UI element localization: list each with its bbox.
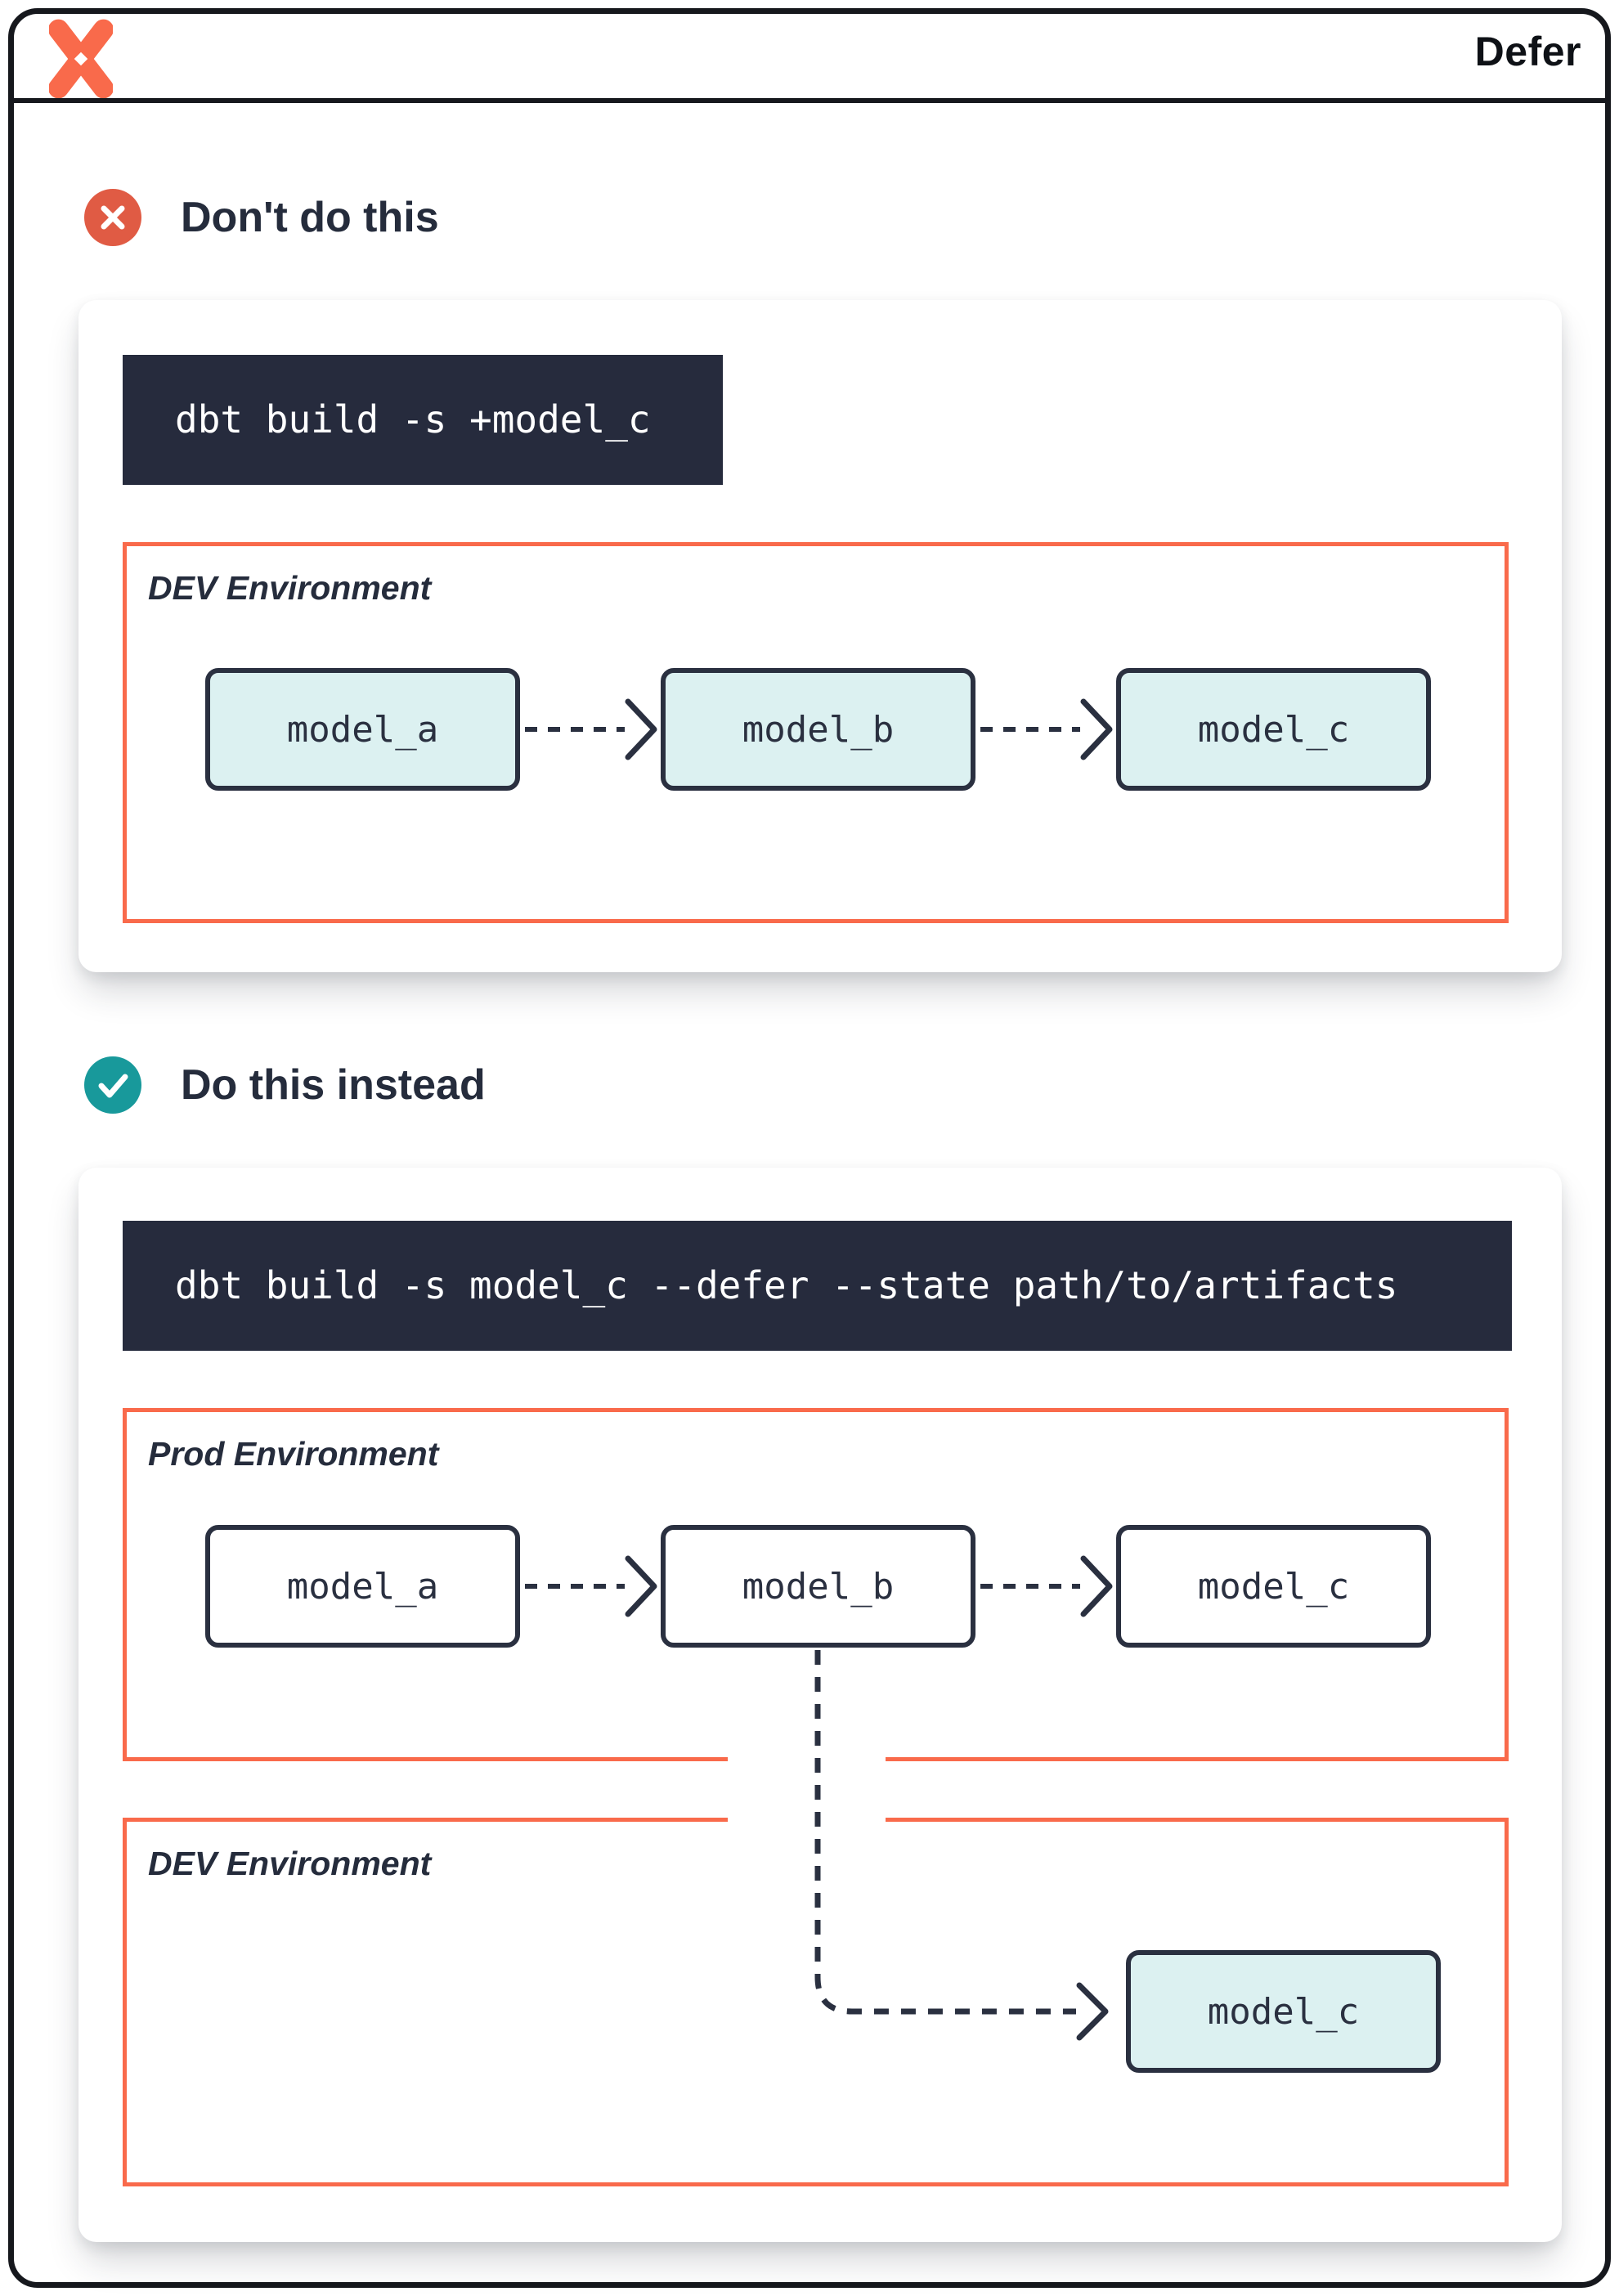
topbar-divider	[11, 98, 1608, 103]
dashed-arrow-icon	[980, 1555, 1113, 1617]
model-node: model_a	[205, 668, 520, 791]
model-node: model_a	[205, 1525, 520, 1648]
border-gap	[728, 1814, 886, 1825]
page-title: Defer	[1474, 29, 1581, 74]
dashed-arrow-icon	[980, 698, 1113, 760]
model-node: model_c	[1126, 1950, 1441, 2073]
command-code-block: dbt build -s model_c --defer --state pat…	[123, 1221, 1512, 1351]
environment-label: Prod Environment	[148, 1435, 439, 1473]
model-node: model_b	[661, 1525, 975, 1648]
check-circle-icon	[84, 1056, 141, 1114]
command-code-block: dbt build -s +model_c	[123, 355, 723, 485]
prod-environment-box: Prod Environment model_a model_b model_c	[123, 1408, 1509, 1761]
dev-environment-box: DEV Environment model_c	[123, 1818, 1509, 2186]
border-gap	[728, 1754, 886, 1765]
dashed-arrow-icon	[525, 698, 657, 760]
model-node: model_c	[1116, 1525, 1431, 1648]
dashed-arrow-icon	[525, 1555, 657, 1617]
model-node: model_c	[1116, 668, 1431, 791]
models-row: model_a model_b model_c	[205, 1525, 1431, 1648]
section-heading: Do this instead	[181, 1061, 486, 1109]
section-dont-header: Don't do this	[84, 189, 439, 246]
model-node: model_b	[661, 668, 975, 791]
dbt-logo-icon	[49, 19, 113, 99]
models-row: model_a model_b model_c	[205, 668, 1431, 791]
section-heading: Don't do this	[181, 194, 439, 241]
environment-label: DEV Environment	[148, 569, 432, 607]
do-card: dbt build -s model_c --defer --state pat…	[78, 1168, 1562, 2242]
x-circle-icon	[84, 189, 141, 246]
section-do-header: Do this instead	[84, 1056, 486, 1114]
environment-label: DEV Environment	[148, 1845, 432, 1882]
dev-environment-box: DEV Environment model_a model_b model_c	[123, 542, 1509, 923]
dont-card: dbt build -s +model_c DEV Environment mo…	[78, 300, 1562, 972]
